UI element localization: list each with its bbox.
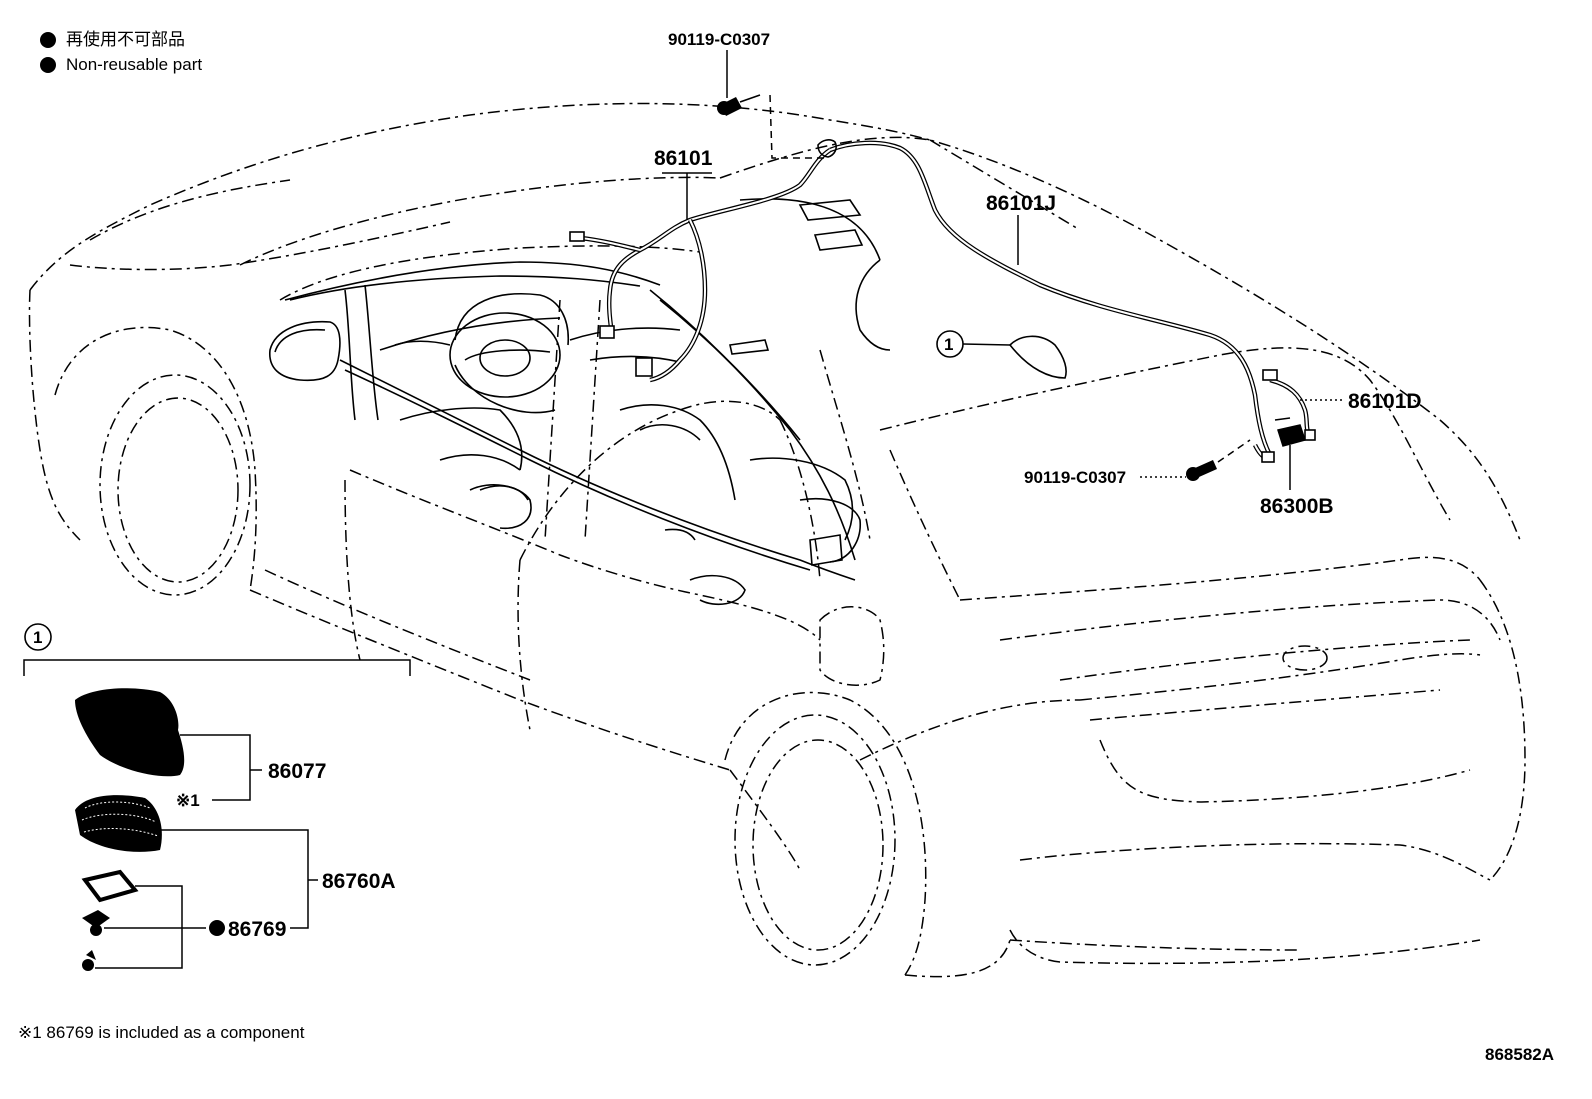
legend-non-reusable-jp: 再使用不可部品: [40, 30, 185, 50]
label-86769: 86769: [228, 918, 286, 941]
bolt-90119-mid-icon: [1186, 439, 1251, 481]
legend-en-text: Non-reusable part: [66, 55, 203, 74]
label-90119-c0307-mid: 90119-C0307: [1024, 468, 1126, 487]
label-86101: 86101: [654, 147, 713, 170]
roof-antenna-location: [936, 330, 1067, 379]
bolt-90119-top-icon: [717, 94, 828, 159]
legend-jp-text: 再使用不可部品: [66, 30, 185, 49]
label-86300b: 86300B: [1260, 495, 1334, 518]
footnote: ※1 86769 is included as a component: [18, 1023, 305, 1042]
label-86077: 86077: [268, 760, 326, 783]
legend-non-reusable-en: Non-reusable part: [40, 55, 202, 75]
inset-antenna-assembly: [23, 623, 411, 971]
antenna-cord-harness: [569, 139, 1316, 463]
non-reusable-dot-icon: [40, 32, 56, 48]
note-mark-1: ※1: [176, 791, 200, 810]
label-86101d: 86101D: [1348, 390, 1422, 413]
non-reusable-dot-icon: [40, 57, 56, 73]
label-86101j: 86101J: [986, 192, 1056, 215]
amplifier-86300b: [1274, 417, 1306, 447]
diagram-reference-number: 868582A: [1485, 1045, 1555, 1064]
inset-callout-number: 1: [33, 628, 42, 647]
label-leaders: [662, 50, 1345, 490]
car-interior: [269, 198, 891, 606]
car-body-outline: [28, 102, 1526, 978]
part-labels: 90119-C0307 86101 86101J 86101D 90119-C0…: [33, 30, 1422, 941]
label-86760a: 86760A: [322, 870, 396, 893]
label-90119-c0307-top: 90119-C0307: [668, 30, 770, 49]
roof-callout-number: 1: [944, 335, 953, 354]
